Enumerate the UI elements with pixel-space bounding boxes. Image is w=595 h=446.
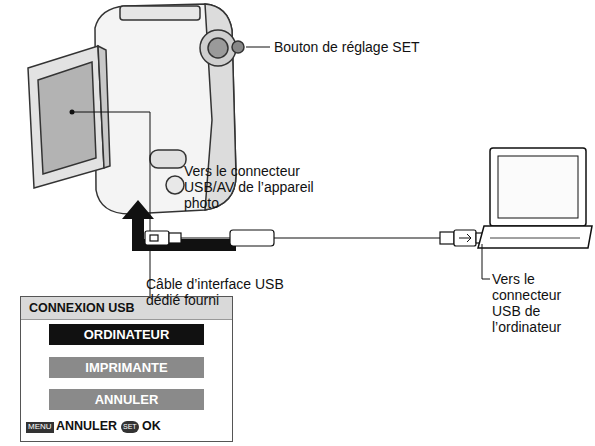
leader-line	[482, 244, 490, 279]
footer-text: ANNULER	[56, 420, 117, 434]
usb-cable	[145, 230, 490, 246]
key-icon: SET	[121, 421, 139, 433]
laptop	[478, 148, 592, 248]
leader-dot	[70, 110, 75, 115]
menu-item: IMPRIMANTE	[49, 357, 204, 378]
menu-label: ORDINATEUR	[84, 327, 170, 342]
menu-label: IMPRIMANTE	[85, 360, 167, 375]
callout-text: Câble d’interface USB dédié fourni	[146, 276, 306, 308]
callout-text: Vers le connecteur USB/AV de l’appareil …	[184, 163, 334, 211]
leader-line	[246, 47, 270, 48]
menu-label: ANNULER	[95, 392, 159, 407]
callout-text: Bouton de réglage SET	[274, 39, 494, 55]
callout-text: Vers le connecteur USB de l’ordinateur	[492, 271, 592, 335]
key-icon: MENU	[26, 422, 54, 433]
menu-item: ORDINATEUR	[49, 324, 204, 345]
footer-text: OK	[142, 420, 161, 434]
menu-item: ANNULER	[49, 389, 204, 410]
